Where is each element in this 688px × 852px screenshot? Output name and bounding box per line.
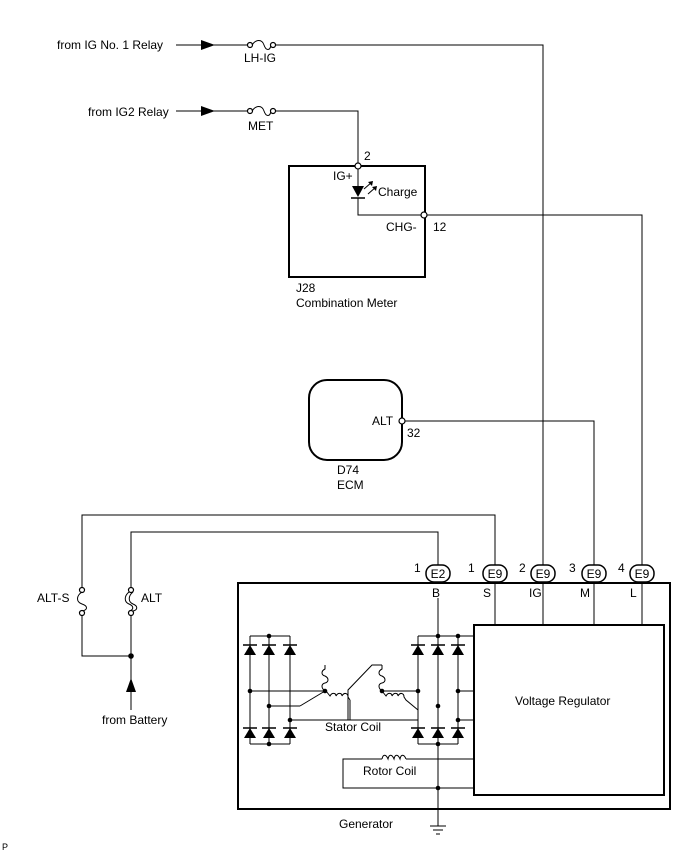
meter-igplus-terminal	[354, 162, 362, 170]
ig1-source-label: from IG No. 1 Relay	[57, 38, 163, 52]
battery-source-label: from Battery	[102, 713, 167, 727]
connector-e9-ig-pin: 2	[519, 561, 526, 575]
terminal-ig-label: IG	[529, 586, 542, 600]
connector-e9-m-code: E9	[587, 567, 602, 581]
ecm-name: ECM	[337, 478, 364, 492]
connector-e9-m: E9 3 M	[569, 561, 607, 625]
ig2-source-label: from IG2 Relay	[88, 105, 169, 119]
connector-e2-code: E2	[431, 567, 446, 581]
battery-arrow	[126, 678, 136, 692]
ig-wire	[275, 44, 544, 565]
fuse-lh-ig-label: LH-IG	[244, 51, 276, 65]
connector-e9-s-pin: 1	[468, 561, 475, 575]
ecm-alt-label: ALT	[372, 414, 394, 428]
rectifier-left	[242, 633, 298, 747]
corner-mark: P	[2, 842, 8, 852]
fuse-met	[246, 106, 277, 116]
rotor-coil-label: Rotor Coil	[363, 764, 416, 778]
meter-chg-pin: 12	[433, 220, 447, 234]
fuse-lh-ig	[246, 40, 277, 50]
terminal-b-label: B	[432, 586, 440, 600]
charge-lamp-led-icon	[351, 181, 377, 199]
battery-junction	[128, 653, 134, 659]
meter-name: Combination Meter	[296, 296, 397, 310]
connector-e2-b: E2 1 B	[414, 561, 451, 600]
ecm-code: D74	[337, 463, 359, 477]
rectifier-right	[410, 598, 474, 826]
connector-e9-l-code: E9	[635, 567, 650, 581]
terminal-s-label: S	[483, 586, 491, 600]
ig2-arrow	[176, 106, 215, 116]
meter-chg-terminal	[420, 211, 428, 219]
meter-chg-label: CHG-	[386, 220, 417, 234]
fuse-alt-s	[77, 586, 87, 617]
met-wire	[275, 110, 359, 163]
connector-e9-ig: E9 2 IG	[519, 561, 556, 625]
stator-coil-left	[250, 665, 351, 721]
l-wire	[427, 214, 643, 565]
connector-e9-s: E9 1 S	[468, 561, 508, 625]
meter-igplus-label: IG+	[333, 169, 353, 183]
charge-lamp-label: Charge	[378, 185, 418, 199]
ig1-arrow	[176, 40, 215, 50]
voltage-regulator-label: Voltage Regulator	[515, 694, 610, 708]
meter-code: J28	[296, 281, 316, 295]
ecm-alt-terminal	[398, 417, 406, 425]
fuse-met-label: MET	[248, 119, 274, 133]
generator-box	[237, 582, 671, 810]
fuse-alt-s-label: ALT-S	[37, 591, 69, 605]
terminal-m-label: M	[580, 586, 590, 600]
voltage-regulator-box	[473, 624, 665, 796]
connector-e9-ig-code: E9	[536, 567, 551, 581]
connector-e9-m-pin: 3	[569, 561, 576, 575]
b-wire	[130, 531, 439, 588]
generator-label: Generator	[339, 817, 393, 831]
fuse-alt-label: ALT	[141, 591, 163, 605]
rotor-coil	[342, 754, 474, 789]
connector-e2-pin: 1	[414, 561, 421, 575]
meter-igplus-pin: 2	[364, 149, 371, 163]
ecm-alt-pin: 32	[407, 426, 421, 440]
terminal-l-label: L	[630, 586, 637, 600]
connector-e9-l: E9 4 L	[618, 561, 655, 625]
connector-e9-l-pin: 4	[618, 561, 625, 575]
m-wire	[405, 420, 595, 565]
alt-s-lower-wire	[81, 616, 131, 657]
connector-e9-s-code: E9	[488, 567, 503, 581]
stator-coil-label: Stator Coil	[325, 720, 381, 734]
meter-internal-wire	[357, 198, 421, 216]
ground-icon	[430, 825, 446, 835]
stator-coil-right	[347, 664, 419, 721]
s-wire	[81, 514, 496, 588]
fuse-alt	[124, 586, 138, 617]
